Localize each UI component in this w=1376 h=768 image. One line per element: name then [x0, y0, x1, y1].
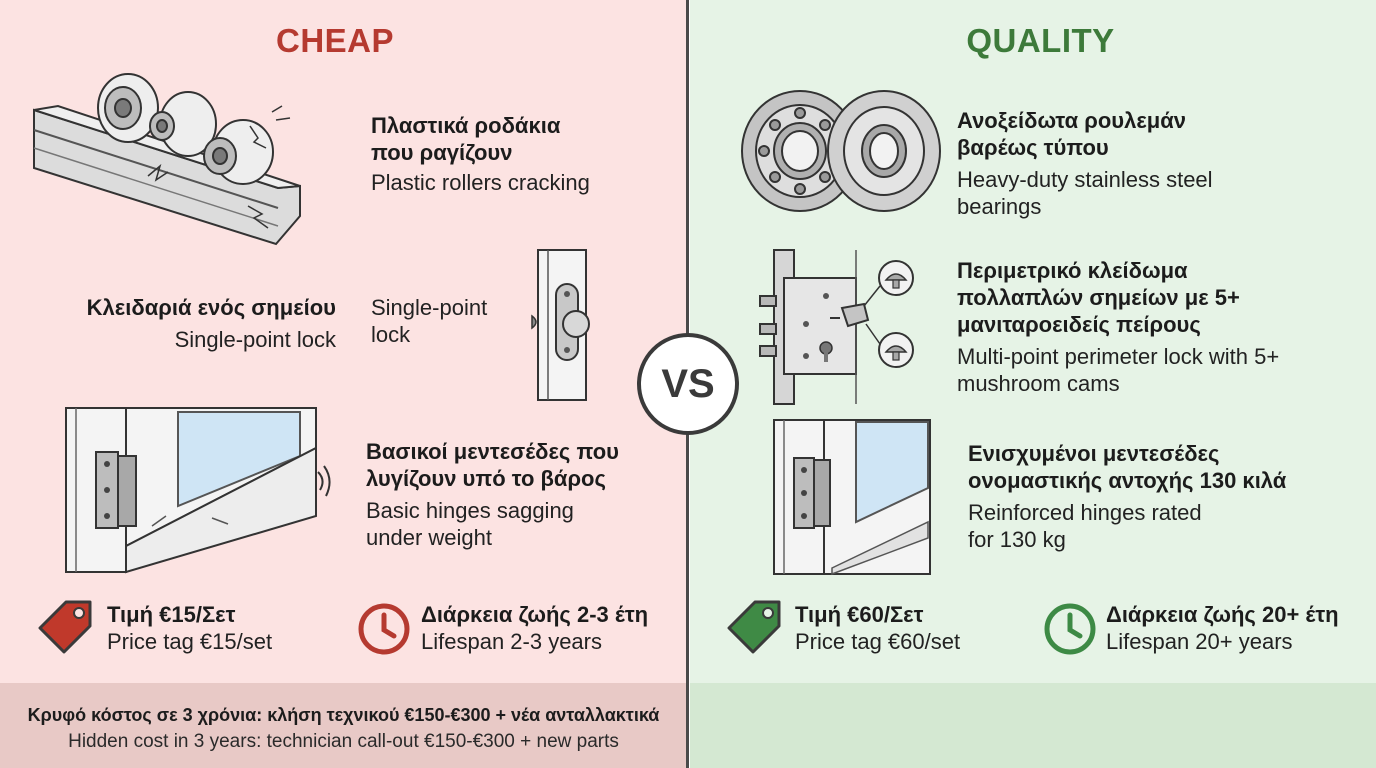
hidden-cost-greek: Κρυφό κόστος σε 3 χρόνια: κλήση τεχνικού… [27, 705, 660, 725]
quality-price-title: Τιμή €60/Σετ [795, 602, 924, 627]
single-point-lock-illustration [531, 249, 590, 401]
cheap-hinges-desc-line2: under weight [366, 525, 492, 550]
quality-bearings-title-line2: βαρέως τύπου [957, 135, 1109, 160]
price-tag-icon [727, 600, 781, 654]
quality-heading: QUALITY [966, 22, 1115, 59]
quality-lock-text: Περιμετρικό κλείδωμα πολλαπλών σημείων μ… [957, 257, 1279, 397]
quality-hinges-title-line2: ονομαστικής αντοχής 130 κιλά [968, 468, 1287, 493]
multipoint-lock-illustration [759, 249, 914, 405]
quality-footer-bar [690, 683, 1376, 768]
cheap-lock-title: Κλειδαριά ενός σημείου [86, 295, 336, 320]
quality-bearings-text: Ανοξείδωτα ρουλεμάν βαρέως τύπου Heavy-d… [957, 107, 1213, 220]
vs-label: VS [661, 361, 715, 406]
quality-lifespan-text: Διάρκεια ζωής 20+ έτη Lifespan 20+ years [1106, 601, 1339, 655]
cheap-hinges-title-line2: λυγίζουν υπό το βάρος [366, 466, 606, 491]
quality-bearings-title-line1: Ανοξείδωτα ρουλεμάν [957, 108, 1187, 133]
quality-lock-desc-line2: mushroom cams [957, 371, 1120, 396]
price-tag-icon [38, 600, 92, 654]
cheap-price-text: Τιμή €15/Σετ Price tag €15/set [107, 601, 272, 655]
quality-price-text: Τιμή €60/Σετ Price tag €60/set [795, 601, 960, 655]
stainless-bearings-illustration [741, 90, 941, 212]
quality-price-desc: Price tag €60/set [795, 629, 961, 654]
quality-hinges-desc-line1: Reinforced hinges rated [968, 500, 1202, 525]
cheap-hinges-title-line1: Βασικοί μεντεσέδες που [366, 439, 619, 464]
plastic-rollers-illustration [33, 73, 301, 246]
clock-icon [358, 603, 410, 655]
quality-hinges-title-line1: Ενισχυμένοι μεντεσέδες [968, 441, 1220, 466]
cheap-lifespan-text: Διάρκεια ζωής 2-3 έτη Lifespan 2-3 years [421, 601, 648, 655]
hidden-cost-bar [0, 683, 687, 768]
quality-bearings-desc-line2: bearings [957, 194, 1042, 219]
cheap-hinges-text: Βασικοί μεντεσέδες που λυγίζουν υπό το β… [366, 438, 619, 551]
cheap-price-desc: Price tag €15/set [107, 629, 273, 654]
sagging-hinges-illustration [65, 407, 331, 574]
quality-lock-desc-line1: Multi-point perimeter lock with 5+ [957, 344, 1280, 369]
quality-hinges-desc-line2: for 130 kg [968, 527, 1066, 552]
cheap-lock-text: Κλειδαριά ενός σημείου Single-point lock [40, 294, 336, 353]
vs-badge: VS [637, 333, 739, 435]
cheap-heading: CHEAP [275, 22, 395, 59]
cheap-hinges-desc-line1: Basic hinges sagging [366, 498, 574, 523]
reinforced-hinges-illustration [773, 419, 931, 576]
cheap-lifespan-title: Διάρκεια ζωής 2-3 έτη [421, 602, 649, 627]
quality-lock-title-line3: μανιταροειδείς πείρους [957, 312, 1201, 337]
cheap-rollers-desc: Plastic rollers cracking [371, 170, 590, 195]
quality-hinges-text: Ενισχυμένοι μεντεσέδες ονομαστικής αντοχ… [968, 440, 1286, 553]
quality-lock-title-line2: πολλαπλών σημείων με 5+ [957, 285, 1240, 310]
clock-icon [1044, 603, 1096, 655]
cheap-rollers-title-line1: Πλαστικά ροδάκια [371, 113, 561, 138]
hidden-cost-english: Hidden cost in 3 years: technician call-… [68, 731, 619, 752]
cheap-lifespan-desc: Lifespan 2-3 years [421, 629, 602, 654]
cheap-lock-desc2-line1: Single-point [371, 295, 488, 320]
quality-lock-title-line1: Περιμετρικό κλείδωμα [957, 258, 1188, 283]
cheap-price-title: Τιμή €15/Σετ [107, 602, 236, 627]
quality-lifespan-desc: Lifespan 20+ years [1106, 629, 1293, 654]
cheap-lock-desc: Single-point lock [174, 327, 336, 352]
quality-bearings-desc-line1: Heavy-duty stainless steel [957, 167, 1213, 192]
cheap-rollers-title-line2: που ραγίζουν [371, 140, 513, 165]
cheap-lock-text-2: Single-point lock [371, 294, 487, 348]
cheap-lock-desc2-line2: lock [371, 322, 411, 347]
quality-lifespan-title: Διάρκεια ζωής 20+ έτη [1106, 602, 1339, 627]
cheap-rollers-text: Πλαστικά ροδάκια που ραγίζουν Plastic ro… [371, 112, 590, 196]
